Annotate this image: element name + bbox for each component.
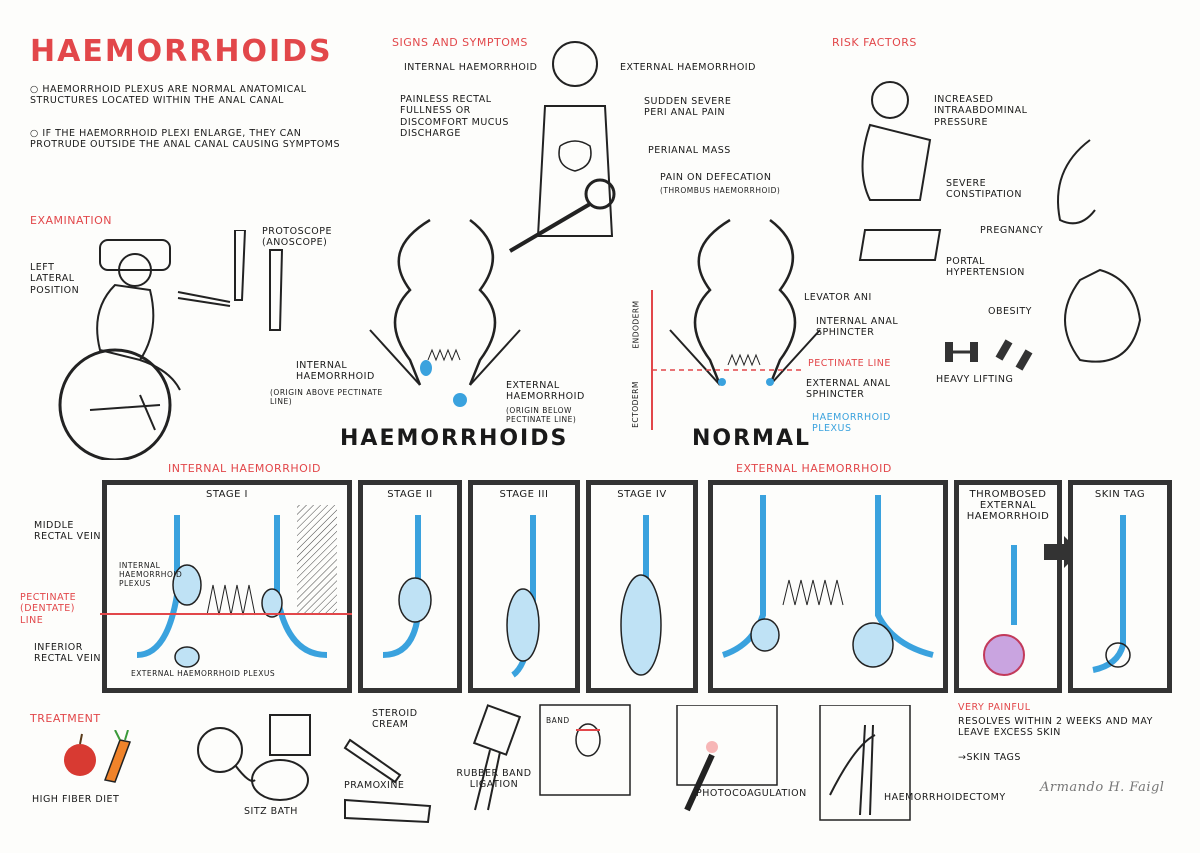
normal-caption: NORMAL	[692, 426, 811, 451]
skin-tag-panel: SKIN TAG	[1068, 480, 1172, 693]
external-drawing	[721, 495, 934, 668]
page-title: HAEMORRHOIDS	[30, 34, 333, 69]
rubber-band-illustration	[472, 704, 631, 811]
left-lateral-label: LEFT LATERAL POSITION	[30, 262, 80, 296]
intro-point-2: ○ IF THE HAEMORRHOID PLEXI ENLARGE, THEY…	[30, 128, 341, 151]
patient-figure	[508, 41, 616, 253]
rubber-label: RUBBER BAND LIGATION	[456, 768, 532, 791]
anatomy-external-label: EXTERNAL HAEMORRHOID	[506, 380, 585, 403]
stage-1-panel: STAGE I INTERNAL HAEMORRHOID PLEXUS EXTE…	[102, 480, 352, 693]
skin-tag-title: SKIN TAG	[1094, 489, 1146, 500]
stage-3-panel: STAGE III	[468, 480, 580, 693]
external-heading: EXTERNAL HAEMORRHOID	[736, 462, 892, 475]
proctoscope-label: PROTOSCOPE (ANOSCOPE)	[262, 226, 332, 249]
anatomy-internal-origin: (ORIGIN ABOVE PECTINATE LINE)	[270, 388, 383, 406]
steroid-label: STEROID CREAM	[372, 708, 418, 731]
risk-illustrations	[858, 81, 1142, 371]
thrombus-note: (THROMBUS HAEMORRHOID)	[660, 186, 781, 195]
risk-pregnancy: PREGNANCY	[980, 225, 1044, 236]
fiber-label: HIGH FIBER DIET	[32, 794, 120, 805]
haemorrhoids-caption: HAEMORRHOIDS	[340, 426, 569, 451]
bullet-icon: ○	[30, 84, 39, 95]
haemorrhoids-anatomy	[369, 218, 521, 407]
photo-label: PHOTOCOAGULATION	[696, 788, 807, 799]
stage-4-drawing	[620, 515, 662, 676]
internal-symptoms: PAINLESS RECTAL FULLNESS OR DISCOMFORT M…	[400, 94, 509, 140]
pectinate-line	[100, 613, 352, 615]
photocoagulation-illustration	[676, 705, 778, 812]
risk-portal: PORTAL HYPERTENSION	[946, 256, 1025, 279]
cream-illustration	[343, 738, 432, 824]
intro-point-1: ○ HAEMORRHOID PLEXUS ARE NORMAL ANATOMIC…	[30, 84, 307, 107]
stage-pectinate-label: PECTINATE (DENTATE) LINE	[20, 592, 77, 626]
skintags-label: →SKIN TAGS	[958, 752, 1021, 763]
endoderm-label: ENDODERM	[631, 300, 641, 349]
risk-heading: RISK FACTORS	[832, 36, 917, 49]
signature: Armando H. Faigl	[1040, 780, 1165, 795]
stage-4-title: STAGE IV	[617, 489, 667, 500]
resolves-label: RESOLVES WITHIN 2 WEEKS AND MAY LEAVE EX…	[958, 716, 1153, 739]
levator-label: LEVATOR ANI	[804, 292, 872, 303]
thrombosed-drawing	[983, 545, 1025, 676]
sitz-bath-illustration	[197, 714, 311, 801]
external-sphincter-label: EXTERNAL ANAL SPHINCTER	[806, 378, 891, 401]
thrombosed-panel: THROMBOSED EXTERNAL HAEMORRHOID	[954, 480, 1062, 693]
perianal-mass: PERIANAL MASS	[648, 145, 731, 156]
food-illustration	[64, 730, 132, 783]
external-haemorrhoid-label: EXTERNAL HAEMORRHOID	[620, 62, 756, 73]
external-panel	[708, 480, 948, 693]
haemorrhoidectomy-illustration	[819, 705, 911, 821]
risk-lifting: HEAVY LIFTING	[936, 374, 1014, 385]
internal-plexus-label: INTERNAL HAEMORRHOID PLEXUS	[119, 561, 183, 588]
examination-heading: EXAMINATION	[30, 214, 112, 227]
bullet-icon: ○	[30, 128, 39, 139]
risk-pressure: INCREASED INTRAABDOMINAL PRESSURE	[934, 94, 1028, 128]
normal-anatomy	[669, 218, 821, 386]
band-label: BAND	[546, 716, 570, 725]
treatment-heading: TREATMENT	[30, 712, 101, 725]
plexus-label: HAEMORRHOID PLEXUS	[812, 412, 891, 435]
stage-3-title: STAGE III	[499, 489, 549, 500]
stage-3-drawing	[506, 515, 540, 678]
middle-vein-label: MIDDLE RECTAL VEIN	[34, 520, 102, 543]
painful-label: VERY PAINFUL	[958, 702, 1031, 713]
anatomy-external-origin: (ORIGIN BELOW PECTINATE LINE)	[506, 406, 577, 424]
pectinate-line-marker	[651, 290, 805, 430]
stage-1-title: STAGE I	[205, 489, 249, 500]
internal-heading: INTERNAL HAEMORRHOID	[168, 462, 321, 475]
stage-4-panel: STAGE IV	[586, 480, 698, 693]
stage-2-title: STAGE II	[387, 489, 433, 500]
anatomy-internal-label: INTERNAL HAEMORRHOID	[296, 360, 375, 383]
internal-sphincter-label: INTERNAL ANAL SPHINCTER	[816, 316, 899, 339]
skin-tag-drawing	[1092, 515, 1131, 673]
haemorrhoidectomy-label: HAEMORRHOIDECTOMY	[884, 792, 1006, 803]
risk-obesity: OBESITY	[988, 306, 1032, 317]
risk-constipation: SEVERE CONSTIPATION	[946, 178, 1022, 201]
thrombosed-title: THROMBOSED EXTERNAL HAEMORRHOID	[966, 489, 1050, 522]
ectoderm-label: ECTODERM	[630, 381, 640, 428]
inferior-vein-label: INFERIOR RECTAL VEIN	[34, 642, 102, 665]
pain-defecation: PAIN ON DEFECATION	[660, 172, 772, 183]
stage-1-drawing	[136, 505, 337, 668]
internal-haemorrhoid-label: INTERNAL HAEMORRHOID	[404, 62, 538, 73]
stage-2-drawing	[382, 515, 432, 658]
external-plexus-label: EXTERNAL HAEMORRHOID PLEXUS	[131, 669, 276, 678]
external-pain: SUDDEN SEVERE PERI ANAL PAIN	[644, 96, 732, 119]
stage-2-panel: STAGE II	[358, 480, 462, 693]
pramoxine-label: PRAMOXINE	[344, 780, 405, 791]
pectinate-label: PECTINATE LINE	[808, 358, 891, 369]
sitz-label: SITZ BATH	[244, 806, 298, 817]
examination-illustration	[58, 230, 284, 460]
signs-heading: SIGNS AND SYMPTOMS	[392, 36, 528, 49]
